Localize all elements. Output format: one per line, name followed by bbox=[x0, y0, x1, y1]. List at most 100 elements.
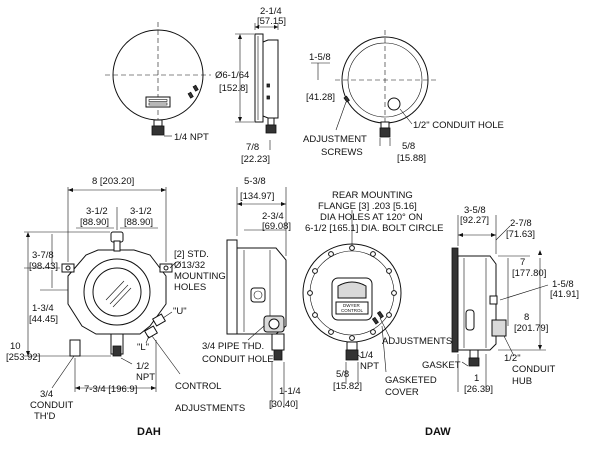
daw-side-conduit-2: CONDUIT bbox=[512, 364, 555, 375]
offset-dim: 1-5/8 bbox=[309, 52, 331, 63]
daw-plate bbox=[335, 301, 369, 315]
dah-side-boss bbox=[250, 287, 266, 303]
dah-side-stem bbox=[271, 333, 285, 351]
dah-height: 10 bbox=[10, 341, 21, 352]
gauge-adjust-screw-2 bbox=[192, 84, 199, 92]
stem-dim-mm: [15.88] bbox=[397, 153, 426, 164]
daw-side-inner-mm: [71.63] bbox=[506, 229, 535, 240]
daw-cover-1: GASKETED bbox=[385, 375, 437, 386]
back-stem bbox=[380, 121, 390, 129]
dah-npt-1: 1/2 bbox=[136, 361, 149, 372]
side-width-dim-mm: [57.15] bbox=[257, 16, 286, 27]
dah-u-label: "U" bbox=[173, 306, 187, 317]
dah-side-pipe-2: CONDUIT HOLE bbox=[202, 354, 274, 365]
dah-left-half-mm: [88.90] bbox=[80, 217, 109, 228]
dah-bottom-width: 7-3/4 [196.9] bbox=[84, 384, 137, 395]
daw-side-hub bbox=[491, 319, 507, 337]
dah-bottom-fitting bbox=[112, 345, 122, 357]
daw-side-flange bbox=[451, 247, 459, 353]
dah-side-stem-dim: 1-1/4 bbox=[279, 386, 301, 397]
depth-dim-mm: [22.23] bbox=[241, 154, 270, 165]
daw-rear-2: FLANGE [3] .203 [5.16] bbox=[318, 201, 417, 212]
dah-top-offset: 3-7/8 bbox=[32, 250, 54, 261]
dah-control-2: ADJUSTMENTS bbox=[175, 403, 245, 414]
gauge-nameplate bbox=[145, 96, 171, 108]
dah-conduit-1: 3/4 bbox=[40, 389, 53, 400]
stem-dim: 5/8 bbox=[402, 141, 415, 152]
daw-side-conduit-3: HUB bbox=[512, 376, 532, 387]
dia-dim: Ø6-1/64 bbox=[215, 70, 249, 81]
daw-side-seven: 7 bbox=[520, 257, 525, 268]
dah-front-view: 8 [203.20] 3-1/2 [88.90] 3-1/2 [88.90] 3… bbox=[6, 176, 245, 438]
daw-side-one-mm: [26.39] bbox=[464, 384, 493, 395]
daw-side-conduit-1: 1/2" bbox=[504, 353, 521, 364]
npt-label: 1/4 NPT bbox=[174, 132, 209, 143]
daw-side-one: 1 bbox=[474, 373, 479, 384]
daw-stem-dim: 5/8 bbox=[336, 369, 349, 380]
back-adjust-screw bbox=[343, 95, 350, 103]
dah-std-2: Ø13/32 bbox=[174, 260, 205, 271]
dah-std-4: HOLES bbox=[174, 282, 206, 293]
top-left-gauge-view: 1/4 NPT bbox=[105, 22, 211, 143]
daw-caption: DAW bbox=[425, 426, 451, 438]
daw-stem bbox=[346, 341, 358, 351]
dah-mid-offset: 1-3/4 bbox=[32, 303, 54, 314]
dah-side-depth-mm: [134.97] bbox=[240, 191, 274, 202]
side-stem bbox=[267, 117, 275, 126]
top-right-back-view: 1-5/8 [41.28] 1/2" CONDUIT HOLE ADJUSTME… bbox=[303, 30, 504, 164]
daw-rear-1: REAR MOUNTING bbox=[332, 190, 413, 201]
dah-right-half: 3-1/2 bbox=[130, 206, 152, 217]
dah-side-depth: 5-3/8 bbox=[244, 176, 266, 187]
dah-side-view: 5-3/8 [134.97] 2-3/4 [69.08] 3/4 PIPE TH… bbox=[202, 176, 301, 410]
dah-side-stem-mm: [30.40] bbox=[269, 399, 298, 410]
daw-rear-4: 6-1/2 [165.1] DIA. BOLT CIRCLE bbox=[305, 223, 444, 234]
daw-side-width-mm: [92.27] bbox=[460, 215, 489, 226]
daw-side-offset-mm: [41.91] bbox=[550, 289, 579, 300]
daw-rear-3: DIA HOLES AT 120° ON bbox=[320, 212, 423, 223]
side-fitting bbox=[265, 124, 277, 134]
daw-side-eight-mm: [201.79] bbox=[514, 323, 548, 334]
daw-bolt-holes bbox=[307, 245, 397, 341]
daw-front-view: DWYER CONTROL REAR MOUNTING FLANGE [3] .… bbox=[302, 190, 452, 438]
dah-conduit-boss bbox=[69, 339, 81, 357]
dah-right-half-mm: [88.90] bbox=[124, 217, 153, 228]
dah-side-inner-mm: [69.08] bbox=[262, 221, 291, 232]
dah-side-plate bbox=[226, 239, 238, 335]
dah-mid-offset-mm: [44.45] bbox=[29, 314, 58, 325]
dah-left-half: 3-1/2 bbox=[86, 206, 108, 217]
daw-side-eight: 8 bbox=[524, 312, 529, 323]
dia-dim-mm: [152.8] bbox=[219, 83, 248, 94]
dah-l-label: "L" bbox=[137, 342, 149, 353]
depth-dim: 7/8 bbox=[246, 142, 259, 153]
conduit-hole-label: 1/2" CONDUIT HOLE bbox=[413, 120, 504, 131]
daw-plate-2: CONTROL bbox=[341, 308, 363, 313]
dah-control-1: CONTROL bbox=[175, 381, 221, 392]
side-case-body bbox=[262, 39, 279, 119]
dah-std-1: [2] STD. bbox=[174, 249, 209, 260]
back-fitting bbox=[379, 127, 391, 138]
dah-caption: DAH bbox=[137, 426, 161, 438]
daw-plate-1: DWYER bbox=[343, 303, 361, 308]
daw-cover-2: COVER bbox=[385, 387, 419, 398]
daw-side-width: 3-5/8 bbox=[464, 205, 486, 216]
daw-side-view: 3-5/8 [92.27] 2-7/8 [71.63] 7 [177.80] 1… bbox=[422, 205, 579, 395]
dah-side-pipe-1: 3/4 PIPE THD. bbox=[202, 341, 264, 352]
back-conduit-hole bbox=[387, 97, 401, 111]
daw-npt-1: 1/4 bbox=[360, 350, 373, 361]
adj-screws-label-1: ADJUSTMENT bbox=[303, 134, 367, 145]
daw-side-seven-mm: [177.80] bbox=[512, 268, 546, 279]
side-screw bbox=[266, 83, 270, 88]
side-bezel bbox=[254, 33, 264, 123]
daw-npt-2: NPT bbox=[360, 361, 379, 372]
daw-fitting bbox=[345, 349, 359, 361]
dah-npt-2: NPT bbox=[136, 372, 155, 383]
side-width-dim: 2-1/4 bbox=[260, 6, 282, 17]
daw-side-stem bbox=[469, 349, 479, 359]
dah-conduit-2: CONDUIT bbox=[30, 400, 73, 411]
daw-side-gasket: GASKET bbox=[422, 360, 461, 371]
dah-top-offset-mm: [98.43] bbox=[29, 261, 58, 272]
dah-window bbox=[92, 267, 142, 317]
daw-adjustments: ADJUSTMENTS bbox=[382, 336, 452, 347]
dah-side-inner: 2-3/4 bbox=[262, 211, 284, 222]
